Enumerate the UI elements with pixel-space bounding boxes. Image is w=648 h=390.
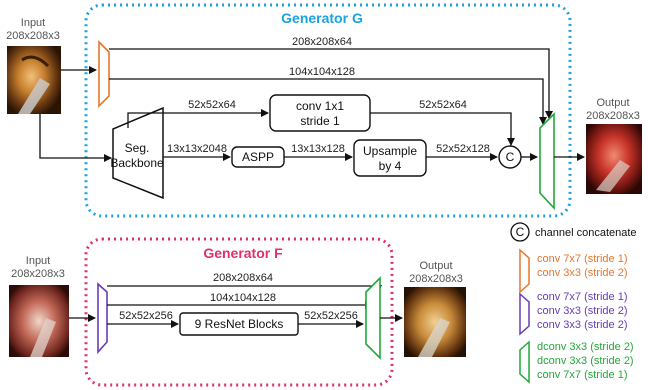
g-branch-arrow: [127, 109, 269, 128]
legend-orange-line1: conv 7x7 (stride 1): [537, 253, 627, 265]
generator-g-title: Generator G: [281, 10, 363, 26]
g-concat-symbol: C: [506, 150, 515, 164]
g-backbone-line2: Backbone: [110, 156, 164, 170]
legend-green-line2: dconv 3x3 (stride 2): [537, 355, 634, 367]
legend-orange-line2: conv 3x3 (stride 2): [537, 267, 627, 279]
f-in-feat-label: 52x52x256: [119, 310, 173, 322]
g-conv-line2: stride 1: [300, 114, 340, 128]
g-branch-left-label: 52x52x64: [188, 99, 236, 111]
g-skip-mid-arrow: [109, 78, 547, 125]
legend-purple-line3: conv 3x3 (stride 2): [537, 319, 627, 331]
g-backbone: [112, 106, 164, 200]
generator-g-input-size: 208x208x3: [6, 30, 60, 42]
legend-purple-trapezoid: [519, 292, 530, 336]
g-skip-top-label: 208x208x64: [292, 36, 352, 48]
f-skip-mid-label: 104x104x128: [210, 292, 276, 304]
legend-green-line1: dconv 3x3 (stride 2): [537, 341, 634, 353]
legend-green-line3: conv 7x7 (stride 1): [537, 369, 627, 381]
g-aspp-label: ASPP: [242, 150, 274, 164]
f-decoder-trapezoid: [365, 276, 381, 360]
g-upsample-line2: by 4: [379, 159, 402, 173]
generator-f-title: Generator F: [203, 245, 283, 261]
generator-g-output-label: Output: [596, 97, 629, 109]
legend-purple-line1: conv 7x7 (stride 1): [537, 291, 627, 303]
legend-orange-trapezoid: [519, 248, 530, 294]
generator-f-input-size: 208x208x3: [11, 268, 65, 280]
f-encoder-trapezoid: [97, 282, 108, 355]
g-conv-to-concat-arrow: [370, 112, 515, 146]
generator-g-input-image: [7, 46, 61, 114]
generator-g-input-label: Input: [21, 17, 45, 29]
g-decoder-trapezoid: [539, 112, 555, 211]
g-backbone-line1: Seg.: [125, 141, 150, 155]
f-resnet-label: 9 ResNet Blocks: [195, 317, 284, 331]
g-upsample-line1: Upsample: [363, 144, 417, 158]
generator-f-output-size: 208x208x3: [409, 273, 463, 285]
legend-concat-circle: [510, 222, 530, 242]
g-skip-mid-label: 104x104x128: [289, 66, 355, 78]
g-conv-line1: conv 1x1: [296, 99, 344, 113]
g-backbone-out-label: 13x13x2048: [167, 143, 227, 155]
generator-f-output-image: [404, 287, 466, 357]
f-out-feat-label: 52x52x256: [304, 310, 358, 322]
generator-g-output-image: [586, 124, 642, 194]
g-upsample-out-label: 52x52x128: [436, 143, 490, 155]
generator-g-border: [84, 3, 572, 218]
legend-concat-label: channel concatenate: [535, 227, 637, 239]
g-upsample-box: [353, 139, 427, 177]
g-aspp-out-label: 13x13x128: [291, 143, 345, 155]
legend-concat-symbol: C: [516, 225, 525, 239]
g-input-to-backbone-arrow: [39, 114, 112, 162]
g-encoder-trapezoid: [98, 40, 110, 108]
generator-g-output-size: 208x208x3: [586, 110, 640, 122]
legend-purple-line2: conv 3x3 (stride 2): [537, 305, 627, 317]
generator-f-input-image: [9, 285, 69, 357]
generator-f-input-label: Input: [26, 255, 50, 267]
generator-f-output-label: Output: [419, 260, 452, 272]
legend-green-trapezoid: [519, 340, 530, 384]
g-branch-right-label: 52x52x64: [419, 99, 467, 111]
f-skip-top-label: 208x208x64: [213, 272, 273, 284]
g-skip-top-arrow: [109, 48, 553, 119]
generator-f-border: [84, 237, 394, 387]
